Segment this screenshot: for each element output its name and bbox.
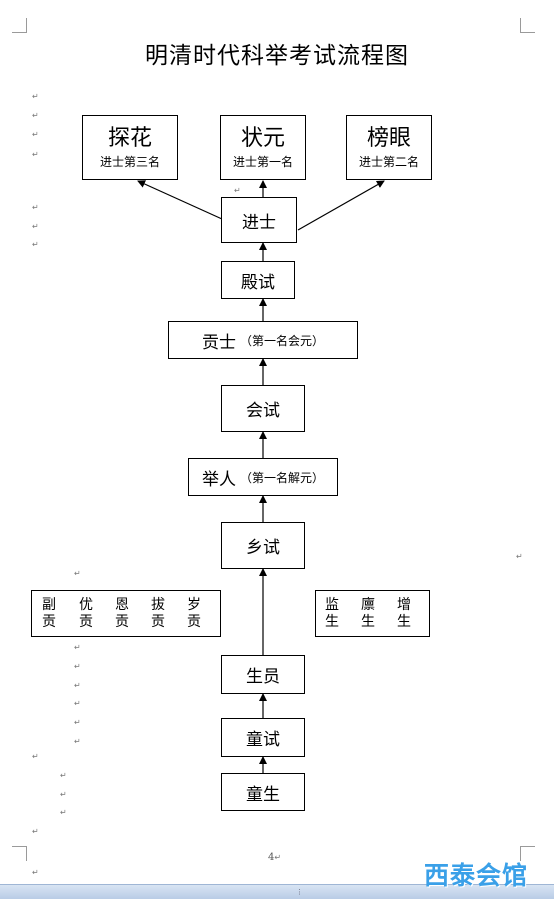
paragraph-mark: ↵ — [32, 222, 39, 231]
paragraph-mark: ↵ — [234, 186, 241, 195]
tongshi-box: 童试 — [221, 718, 305, 757]
juren-box: 举人 （第一名解元） — [188, 458, 338, 496]
dianshi-box: 殿试 — [221, 261, 295, 299]
shengyuan-type-jian: 监生 — [325, 597, 339, 630]
paragraph-mark: ↵ — [74, 643, 81, 652]
huishi-box: 会试 — [221, 385, 305, 432]
gongsheng-type-you: 优贡 — [79, 597, 93, 630]
gongsheng-types-box: 副贡 优贡 恩贡 拔贡 岁贡 — [31, 590, 221, 637]
paragraph-mark: ↵ — [32, 868, 39, 877]
zhuangyuan-title: 状元 — [240, 125, 285, 151]
zhuangyuan-box: 状元 进士第一名 — [220, 115, 306, 180]
crop-mark-top-left — [12, 18, 27, 33]
gongshi-label: 贡士 — [201, 332, 236, 353]
tanhua-title: 探花 — [107, 125, 152, 151]
gongshi-note: （第一名会元） — [239, 333, 324, 348]
paragraph-mark: ↵ — [32, 752, 39, 761]
paragraph-mark: ↵ — [60, 790, 67, 799]
paragraph-mark: ↵ — [32, 111, 39, 120]
huishi-label: 会试 — [246, 401, 280, 421]
crop-mark-bottom-right — [520, 846, 535, 861]
gongsheng-type-en: 恩贡 — [115, 597, 129, 630]
status-bar[interactable]: ⋮ — [0, 884, 554, 899]
bangyan-box: 榜眼 进士第二名 — [346, 115, 432, 180]
paragraph-mark: ↵ — [32, 827, 39, 836]
bangyan-title: 榜眼 — [366, 125, 411, 151]
paragraph-mark: ↵ — [32, 130, 39, 139]
tongshi-label: 童试 — [246, 730, 280, 750]
paragraph-mark: ↵ — [74, 718, 81, 727]
paragraph-mark: ↵ — [32, 240, 39, 249]
shengyuan-type-zeng: 增生 — [397, 597, 411, 630]
paragraph-mark: ↵ — [516, 552, 523, 561]
gongshi-box: 贡士 （第一名会元） — [168, 321, 358, 359]
tongsheng-box: 童生 — [221, 773, 305, 811]
watermark: 西泰会馆 — [424, 861, 529, 890]
shengyuan-type-lin: 廪生 — [361, 597, 375, 630]
tanhua-subtitle: 进士第三名 — [99, 154, 160, 169]
zhuangyuan-subtitle: 进士第一名 — [232, 154, 293, 169]
xiangshi-box: 乡试 — [221, 522, 305, 569]
paragraph-mark: ↵ — [74, 662, 81, 671]
page-number-value: 4 — [268, 852, 275, 863]
paragraph-mark: ↵ — [60, 771, 67, 780]
page-title: 明清时代科举考试流程图 — [145, 43, 409, 69]
gongsheng-type-sui: 岁贡 — [187, 597, 201, 630]
shengyuan-types-box: 监生 廪生 增生 — [315, 590, 430, 637]
dianshi-label: 殿试 — [241, 272, 275, 293]
xiangshi-label: 乡试 — [246, 538, 280, 558]
paragraph-mark: ↵ — [74, 737, 81, 746]
gongsheng-type-fu: 副贡 — [42, 597, 56, 630]
arrow-jinshi-to-bangyan — [297, 180, 385, 231]
bangyan-subtitle: 进士第二名 — [358, 154, 419, 169]
jinshi-box: 进士 — [221, 197, 297, 243]
tongsheng-label: 童生 — [246, 784, 280, 805]
juren-label: 举人 — [201, 469, 236, 490]
paragraph-mark: ↵ — [32, 203, 39, 212]
paragraph-mark: ↵ — [74, 699, 81, 708]
page-number: 4↵ — [268, 852, 281, 863]
shengyuan-label: 生员 — [246, 667, 280, 687]
crop-mark-bottom-left — [12, 846, 27, 861]
crop-mark-top-right — [520, 18, 535, 33]
gongsheng-type-ba: 拔贡 — [151, 597, 165, 630]
shengyuan-box: 生员 — [221, 655, 305, 694]
tanhua-box: 探花 进士第三名 — [82, 115, 178, 180]
juren-note: （第一名解元） — [239, 470, 324, 485]
scrollbar-thumb-icon[interactable]: ⋮ — [296, 888, 303, 896]
paragraph-mark: ↵ — [74, 569, 81, 578]
paragraph-mark: ↵ — [60, 808, 67, 817]
page-number-mark: ↵ — [274, 853, 282, 862]
paragraph-mark: ↵ — [74, 681, 81, 690]
arrow-jinshi-to-tanhua — [137, 180, 223, 220]
jinshi-label: 进士 — [242, 212, 276, 233]
paragraph-mark: ↵ — [32, 92, 39, 101]
paragraph-mark: ↵ — [32, 150, 39, 159]
